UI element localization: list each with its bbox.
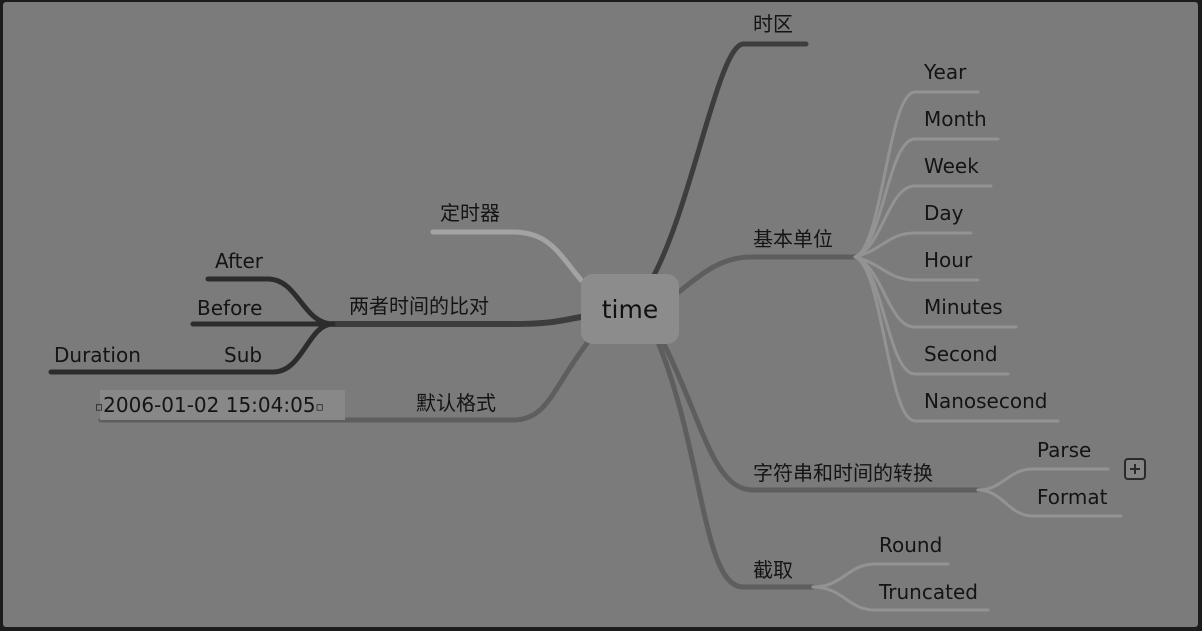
node-string-time-conversion[interactable]: 字符串和时间的转换 bbox=[753, 461, 933, 485]
branch-default-format bbox=[98, 339, 591, 423]
node-basic-units[interactable]: 基本单位 bbox=[753, 227, 833, 251]
node-duration[interactable]: Duration bbox=[54, 343, 141, 367]
node-unit-hour[interactable]: Hour bbox=[924, 248, 973, 272]
node-truncated[interactable]: Truncated bbox=[879, 580, 978, 604]
node-compare[interactable]: 两者时间的比对 bbox=[349, 294, 489, 318]
node-unit-day[interactable]: Day bbox=[924, 201, 964, 225]
expand-plus-icon[interactable] bbox=[1124, 458, 1146, 480]
node-round[interactable]: Round bbox=[879, 533, 943, 557]
node-unit-nanosecond[interactable]: Nanosecond bbox=[924, 389, 1048, 413]
node-default-format[interactable]: 默认格式 bbox=[416, 391, 496, 415]
node-unit-year[interactable]: Year bbox=[924, 60, 967, 84]
node-after[interactable]: After bbox=[215, 249, 264, 273]
square-marker-icon: ▫ bbox=[95, 399, 104, 414]
branch-compare bbox=[330, 314, 584, 327]
node-sub[interactable]: Sub bbox=[224, 343, 263, 367]
node-parse[interactable]: Parse bbox=[1037, 438, 1092, 462]
branch-basic-units bbox=[676, 254, 858, 295]
branch-truncate bbox=[655, 339, 816, 590]
node-timezone[interactable]: 时区 bbox=[753, 12, 793, 36]
default-format-value-text: 2006-01-02 15:04:05 bbox=[103, 393, 316, 417]
node-unit-month[interactable]: Month bbox=[924, 107, 987, 131]
node-format[interactable]: Format bbox=[1037, 485, 1108, 509]
node-before[interactable]: Before bbox=[197, 296, 263, 320]
root-node-time[interactable]: time bbox=[581, 274, 679, 344]
node-unit-second[interactable]: Second bbox=[924, 342, 998, 366]
mindmap-connectors bbox=[48, 41, 1123, 612]
node-truncate[interactable]: 截取 bbox=[753, 558, 793, 582]
default-format-value-box bbox=[100, 390, 345, 420]
branch-timezone bbox=[650, 41, 809, 280]
node-unit-week[interactable]: Week bbox=[924, 154, 979, 178]
node-unit-minutes[interactable]: Minutes bbox=[924, 295, 1003, 319]
branch-string-conversion bbox=[660, 339, 981, 493]
node-default-format-value[interactable]: ▫2006-01-02 15:04:05▫ bbox=[95, 393, 324, 419]
square-marker-icon: ▫ bbox=[315, 399, 324, 414]
unit-branches bbox=[853, 90, 1060, 423]
mindmap-canvas: time 时区 基本单位 Year Month Week Day Hour Mi… bbox=[3, 2, 1198, 627]
node-timer[interactable]: 定时器 bbox=[440, 201, 500, 225]
branch-timer bbox=[430, 229, 584, 283]
